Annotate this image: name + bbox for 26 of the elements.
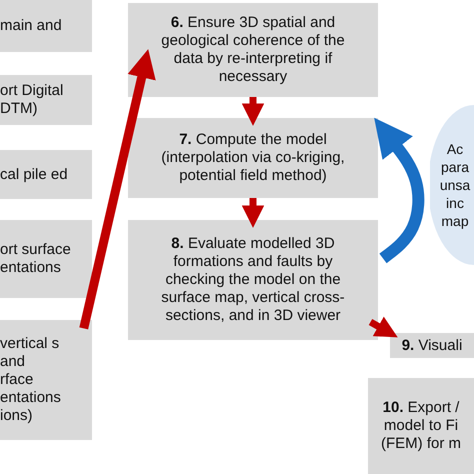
process-box (0, 320, 92, 440)
loop-arrow (374, 118, 424, 264)
arrow (242, 97, 264, 126)
step-text: main and (0, 17, 63, 35)
step-text: 8. Evaluate modelled 3D formations and faults by checking the model on the surface map, vertical cross-sections, and in 3D viewer (160, 235, 346, 325)
process-box (368, 378, 474, 474)
arrow (79, 49, 156, 330)
process-box (0, 150, 92, 199)
process-box (390, 333, 474, 358)
step-text: 9. Visuali (400, 336, 464, 354)
step-text: ort Digital DTM) (0, 82, 64, 118)
process-box (0, 0, 92, 52)
step-text: 7. Compute the model (interpolation via co-kriging, potential field method) (160, 131, 346, 185)
arrow (242, 198, 264, 228)
step-text: 6. Ensure 3D spatial and geological coherence of the data by re-interpreting if necessary (160, 14, 346, 86)
step-text: 10. Export / model to Fi (FEM) for m (380, 399, 462, 453)
process-box (0, 220, 92, 298)
process-box (128, 220, 378, 340)
step-text: vertical s and rface entations ions) (0, 335, 62, 425)
process-box (128, 3, 378, 97)
step-text: Ac para unsa inc map (438, 140, 472, 230)
step-text: ort surface entations (0, 241, 72, 277)
step-text: cal pile ed (0, 166, 69, 184)
arrow (368, 316, 398, 338)
process-box (128, 118, 378, 198)
process-box (0, 75, 92, 125)
